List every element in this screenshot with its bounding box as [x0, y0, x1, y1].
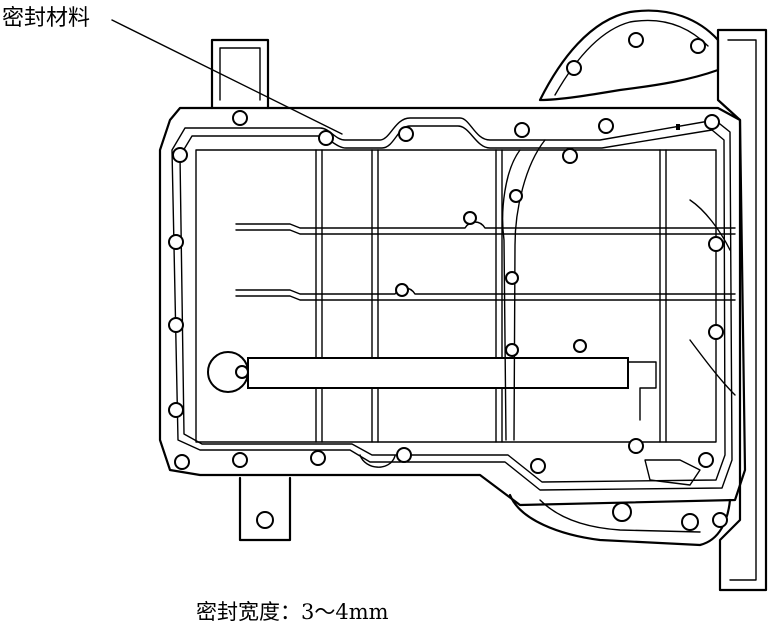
bottom-left-tab [238, 476, 292, 542]
baffle-bar [247, 357, 629, 389]
upper-right-housing [538, 9, 720, 102]
oil-channel [501, 149, 521, 441]
right-flange [716, 28, 768, 592]
pan-outer-flange [158, 106, 747, 507]
leader-line [111, 19, 343, 135]
seal-width-caption: 密封宽度：3～4mm [196, 600, 389, 624]
pan-inner-wall [195, 149, 717, 443]
sealant-bead [171, 117, 733, 491]
sealant-label: 密封材料 [2, 6, 91, 31]
top-left-tab [210, 38, 270, 110]
bolt-holes [168, 32, 728, 528]
